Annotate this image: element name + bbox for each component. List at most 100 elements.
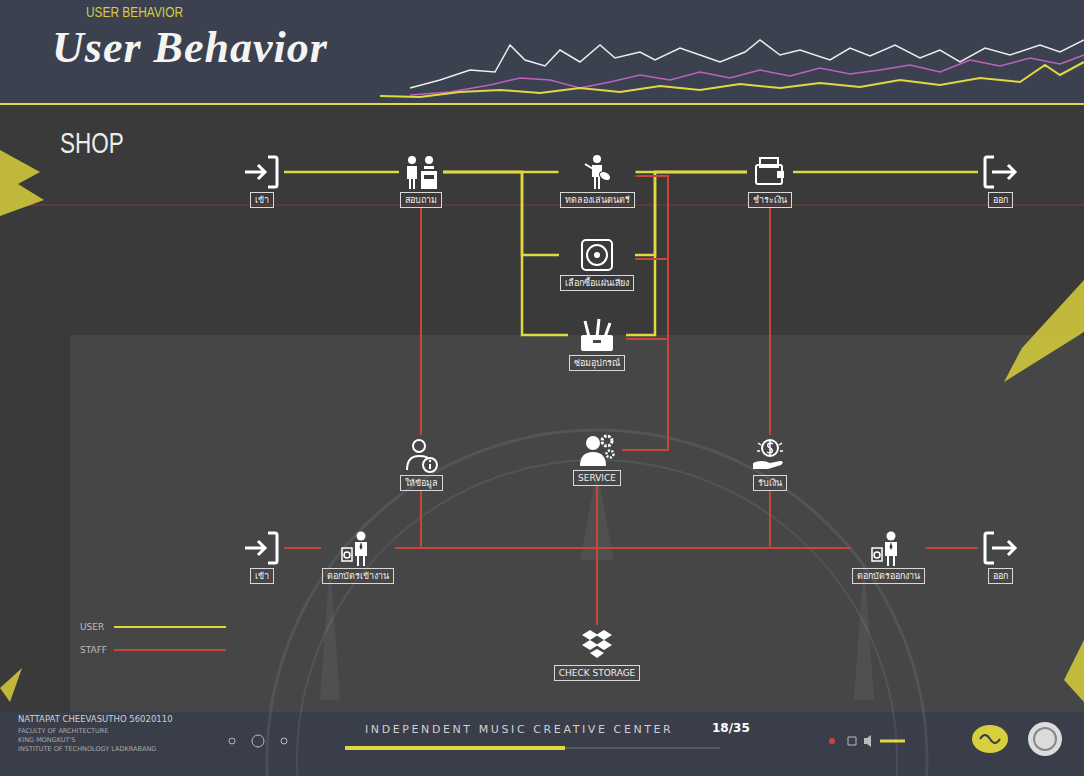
player-button — [281, 738, 287, 744]
legend-line — [114, 626, 226, 628]
watermark-emblem — [320, 470, 874, 700]
service-icon — [580, 436, 614, 466]
icon-node: ซ่อมอุปกรณ์ — [568, 315, 626, 371]
footer-band — [0, 712, 1084, 776]
icon-node: เลือกซื้อแผ่นเสียง — [559, 235, 635, 291]
icon-node: ชำระเงิน — [747, 152, 793, 208]
node-label: ให้ข้อมูล — [400, 475, 443, 491]
icon-node: CHECK STORAGE — [553, 625, 642, 681]
legend-text: USER — [80, 622, 112, 632]
university-seal-ring — [1034, 728, 1056, 750]
icon-node: ตอกบัตรออกงาน — [851, 528, 926, 584]
staff-path — [395, 547, 851, 549]
counter-icon — [407, 156, 437, 189]
brush-stroke — [1064, 640, 1084, 702]
slide-label: FACULTY OF ARCHITECTURE — [18, 727, 108, 735]
lower-panel — [70, 335, 1084, 712]
user-path — [635, 172, 747, 255]
exit-icon — [985, 157, 1015, 187]
info-icon — [407, 440, 437, 472]
staff-path — [622, 339, 668, 450]
header-band — [0, 0, 1084, 103]
staff-path — [926, 547, 979, 549]
slide-label: NATTAPAT CHEEVASUTHO 56020110 — [18, 714, 173, 724]
brush-stroke — [1004, 280, 1084, 382]
watermark-ring — [267, 430, 927, 776]
icon-node: ออก — [978, 528, 1022, 584]
node-label: SERVICE — [573, 470, 621, 486]
slide-label: SHOP — [60, 126, 124, 160]
brush-stroke — [0, 668, 22, 702]
storage-icon — [582, 630, 612, 658]
volume-icon — [864, 735, 871, 747]
header-rule — [0, 103, 1084, 105]
icon-node: สอบถาม — [399, 152, 443, 208]
user-path — [793, 171, 978, 174]
node-label: ทดลองเล่นดนตรี — [560, 192, 635, 208]
node-label: ออก — [988, 192, 1013, 208]
icon-node: ตอกบัตรเข้างาน — [321, 528, 395, 584]
node-label: ซ่อมอุปกรณ์ — [569, 355, 625, 371]
guide-line — [0, 205, 1084, 206]
waveform — [410, 55, 1084, 95]
icon-node: เข้า — [240, 152, 284, 208]
node-label: ตอกบัตรออกงาน — [852, 568, 925, 584]
progress-bar — [345, 746, 565, 750]
waveform — [380, 62, 1084, 97]
node-label: รับเงิน — [753, 475, 787, 491]
node-label: เข้า — [250, 568, 274, 584]
legend-sample — [112, 645, 228, 655]
legend-line — [114, 649, 226, 651]
node-label: เลือกซื้อแผ่นเสียง — [560, 275, 634, 291]
staff-path — [284, 547, 321, 549]
slide-title: User Behavior — [52, 22, 328, 73]
waveform — [410, 40, 1084, 88]
user-path — [626, 172, 747, 335]
staff-path — [596, 486, 598, 625]
icon-node: รับเงิน — [748, 435, 792, 491]
slide-label: INSTITUTE OF TECHNOLOGY LADKRABANG — [18, 745, 156, 753]
icon-node: ออก — [978, 152, 1022, 208]
legend-entry: STAFF — [80, 645, 228, 655]
staff-path — [395, 491, 421, 548]
enter-icon — [245, 157, 277, 187]
user-path — [443, 172, 568, 335]
icon-node: เข้า — [240, 528, 284, 584]
project-logo — [972, 725, 1008, 753]
guitar-icon — [585, 155, 612, 189]
staff-path — [769, 208, 771, 435]
slide-label: USER BEHAVIOR — [86, 4, 183, 20]
staff-path — [622, 176, 668, 450]
staff-icon — [872, 532, 897, 567]
user-path — [284, 171, 399, 174]
legend-entry: USER — [80, 622, 228, 632]
node-label: CHECK STORAGE — [554, 665, 641, 681]
enter-icon — [245, 533, 277, 563]
watermark-ring — [297, 460, 897, 776]
staff-icon — [342, 532, 367, 567]
icon-node: ทดลองเล่นดนตรี — [559, 152, 636, 208]
brush-stroke — [0, 150, 44, 216]
volume-bar — [880, 740, 905, 743]
slide-label: KING MONGKUT'S — [18, 736, 76, 744]
user-path — [443, 172, 559, 255]
progress-track — [565, 748, 720, 749]
money-icon — [753, 440, 783, 469]
node-label: สอบถาม — [400, 192, 442, 208]
player-button — [252, 735, 264, 747]
node-label: ตอกบัตรเข้างาน — [322, 568, 394, 584]
legend-text: STAFF — [80, 645, 112, 655]
player-button — [829, 738, 835, 744]
node-label: ชำระเงิน — [748, 192, 792, 208]
cd-icon — [582, 240, 612, 270]
staff-path — [395, 491, 770, 548]
icon-node: SERVICE — [572, 430, 622, 486]
slide-label: 18/35 — [712, 721, 750, 735]
player-button — [229, 738, 235, 744]
player-button — [848, 737, 856, 745]
node-label: เข้า — [250, 192, 274, 208]
staff-path — [420, 208, 422, 435]
toolbox-icon — [581, 319, 613, 351]
legend-sample — [112, 622, 228, 632]
